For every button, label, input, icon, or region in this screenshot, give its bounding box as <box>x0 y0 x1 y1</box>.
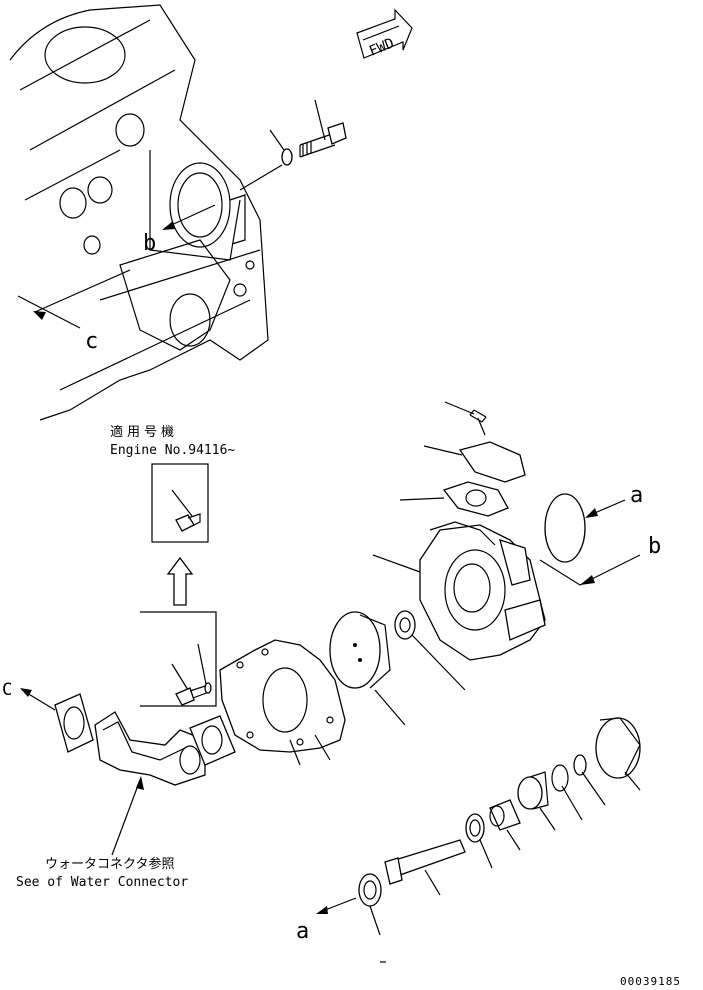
b-top-arrowhead <box>580 575 595 585</box>
c-left-callout: C <box>2 680 12 700</box>
up-arrow <box>166 556 194 606</box>
pump-gasket-small <box>189 715 236 766</box>
o-ring <box>544 493 586 563</box>
bearing-front <box>465 813 493 869</box>
thermostat-gasket <box>399 481 509 517</box>
applicability-en: Engine No.94116~ <box>110 443 235 458</box>
old-bolt <box>171 643 212 706</box>
snap-ring-2 <box>551 764 583 821</box>
a-bottom-callout: a <box>296 919 309 944</box>
applicability-box <box>151 463 209 543</box>
drawing-number: 00039185 <box>620 975 681 988</box>
impeller <box>329 611 406 726</box>
c-engine-leader <box>17 269 131 329</box>
fwd-label: FWD <box>367 35 396 59</box>
a-top-callout: a <box>630 483 643 508</box>
water-connector-gasket <box>54 693 94 753</box>
water-connector-en: See of Water Connector <box>16 875 188 890</box>
c-engine-callout: c <box>85 329 98 354</box>
c-engine-arrowhead <box>33 311 46 320</box>
b-engine-arrowhead <box>162 221 175 230</box>
b-top-callout: b <box>648 534 661 559</box>
water-connector <box>94 711 206 786</box>
shaft-bearing <box>358 873 382 936</box>
a-bottom-arrowhead <box>316 906 328 914</box>
pump-shaft <box>384 839 466 896</box>
water-connector-jp: ウォータコネクタ参照 <box>45 856 174 872</box>
engine-bolt <box>239 99 347 191</box>
applicability-jp: 適用号機 <box>110 424 178 440</box>
water-connector-arrowhead <box>136 776 144 790</box>
pump-cover-gasket <box>219 639 346 766</box>
cover-bolt <box>444 401 487 436</box>
old-bolt-box <box>140 611 217 707</box>
spacer <box>489 799 521 851</box>
c-left-arrowhead <box>20 688 32 697</box>
new-bolt <box>171 489 201 532</box>
pulley <box>595 717 641 791</box>
b-engine-callout: b <box>143 231 156 256</box>
a-top-arrowhead <box>585 508 598 518</box>
fwd-arrow-tag: FWD <box>356 8 413 60</box>
water-pump-housing <box>372 521 546 661</box>
snap-ring <box>573 754 606 806</box>
cover-plate <box>423 441 526 483</box>
bearing-rear <box>517 771 556 831</box>
mechanical-seal <box>394 610 466 691</box>
water-connector-leader <box>111 779 141 856</box>
engine-block <box>9 4 269 421</box>
